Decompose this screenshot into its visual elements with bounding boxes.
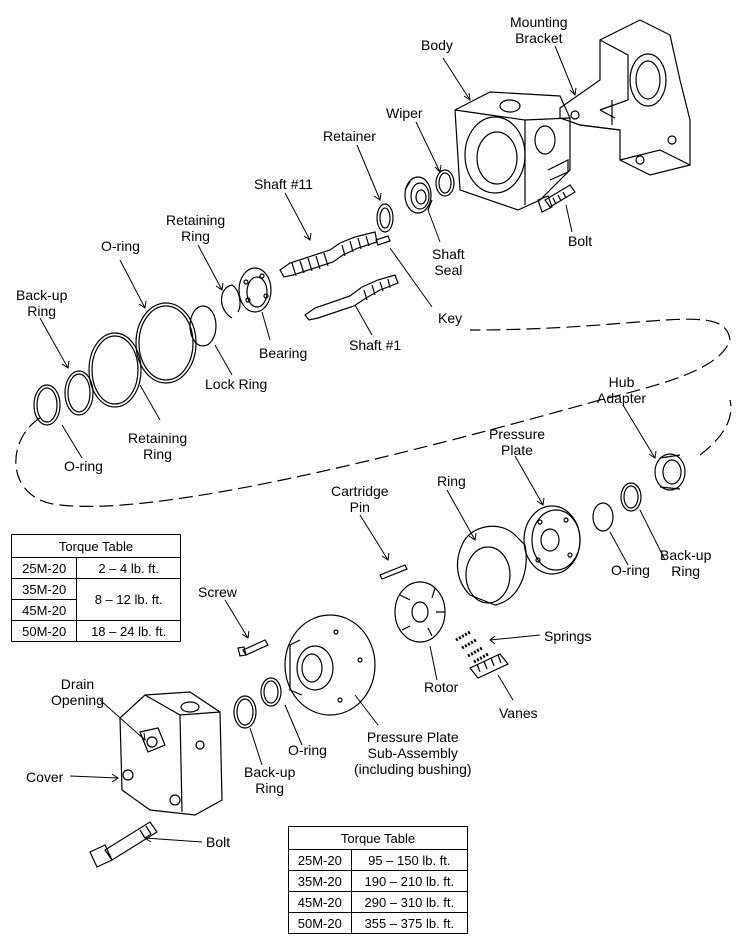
table-row: 25M-20 2 – 4 lb. ft. (10, 557, 181, 579)
screw-part (237, 639, 269, 657)
oring-top-part (135, 302, 197, 384)
table-row: 45M-20 (10, 599, 181, 621)
bolt-bottom-part (89, 821, 158, 868)
retaining-ring-mid-part (88, 332, 142, 408)
assembly-path-dashed (15, 318, 732, 507)
wiper-part (435, 169, 455, 197)
oring-left-part (33, 384, 61, 426)
model-cell: 50M-20 (288, 912, 352, 934)
label-shaft1: Shaft #1 (349, 337, 402, 353)
torque-table-small: Torque Table 25M-20 2 – 4 lb. ft. 35M-20… (10, 534, 181, 642)
label-shaft11: Shaft #11 (254, 176, 313, 192)
label-rotor: Rotor (424, 679, 459, 695)
leader-lines (39, 45, 666, 843)
hub-adapter-part (654, 453, 686, 491)
value-cell: 190 – 210 lb. ft. (350, 870, 469, 892)
value-cell: 95 – 150 lb. ft. (350, 849, 469, 871)
value-cell: 8 – 12 lb. ft. (76, 578, 181, 621)
label-oring-right: O-ring (611, 562, 650, 578)
shaft11-part (279, 231, 378, 278)
shaft-seal-part (404, 176, 433, 214)
label-bolt-bottom: Bolt (206, 834, 231, 850)
label-retainer: Retainer (323, 128, 376, 144)
model-cell: 45M-20 (10, 599, 78, 621)
rotor-part (394, 581, 446, 643)
body-part (454, 91, 571, 211)
pressure-plate-part (523, 505, 581, 575)
model-cell: 25M-20 (10, 557, 78, 579)
label-bolt-top: Bolt (568, 233, 593, 249)
label-ring: Ring (437, 473, 466, 489)
cover-part (119, 691, 223, 816)
label-springs: Springs (544, 628, 592, 644)
backup-ring-bottom-part (233, 695, 257, 729)
torque-table-large-title: Torque Table (288, 826, 468, 850)
label-oring-left: O-ring (64, 458, 103, 474)
mounting-bracket-part (559, 19, 691, 176)
label-lock-ring: Lock Ring (205, 376, 268, 392)
ring-part (456, 525, 527, 606)
lock-ring-part (189, 305, 217, 347)
cartridge-pin-part (379, 564, 408, 580)
label-body: Body (421, 37, 453, 53)
table-row: 25M-20 95 – 150 lb. ft. (288, 849, 469, 871)
label-cover: Cover (26, 769, 64, 785)
model-cell: 35M-20 (10, 578, 78, 600)
table-row: 50M-20 355 – 375 lb. ft. (288, 912, 469, 934)
torque-table-small-title: Torque Table (11, 534, 181, 558)
shaft1-part (304, 274, 399, 321)
model-cell: 45M-20 (288, 891, 352, 913)
bearing-part (238, 267, 272, 313)
table-row: 45M-20 290 – 310 lb. ft. (288, 891, 469, 913)
model-cell: 50M-20 (10, 620, 78, 642)
oring-right-part (592, 502, 614, 532)
table-row: 35M-20 190 – 210 lb. ft. (288, 870, 469, 892)
model-cell: 25M-20 (288, 849, 352, 871)
model-cell: 35M-20 (288, 870, 352, 892)
torque-table-large: Torque Table 25M-20 95 – 150 lb. ft. 35M… (288, 826, 469, 934)
retaining-ring-top-part (220, 284, 241, 319)
value-cell: 2 – 4 lb. ft. (76, 557, 181, 579)
label-bearing: Bearing (259, 345, 308, 361)
value-cell: 18 – 24 lb. ft. (76, 620, 181, 642)
label-screw: Screw (198, 584, 237, 600)
label-wiper: Wiper (386, 105, 423, 121)
key-part (375, 235, 391, 246)
vanes-part (469, 653, 509, 679)
retainer-part (376, 203, 394, 233)
bolt-top-part (537, 184, 576, 213)
table-row: 35M-20 8 – 12 lb. ft. (10, 578, 181, 621)
label-oring-bottom: O-ring (288, 742, 327, 758)
label-vanes: Vanes (499, 705, 538, 721)
oring-bottom-part (260, 677, 282, 707)
label-oring-top: O-ring (101, 238, 140, 254)
value-cell: 355 – 375 lb. ft. (350, 912, 469, 934)
label-key: Key (438, 310, 463, 326)
backup-ring-top-part (64, 370, 94, 416)
value-cell: 290 – 310 lb. ft. (350, 891, 469, 913)
springs-part (455, 630, 489, 664)
pp-subassembly-part (284, 614, 376, 716)
backup-ring-right-part (620, 482, 642, 512)
table-row: 50M-20 18 – 24 lb. ft. (10, 620, 181, 642)
